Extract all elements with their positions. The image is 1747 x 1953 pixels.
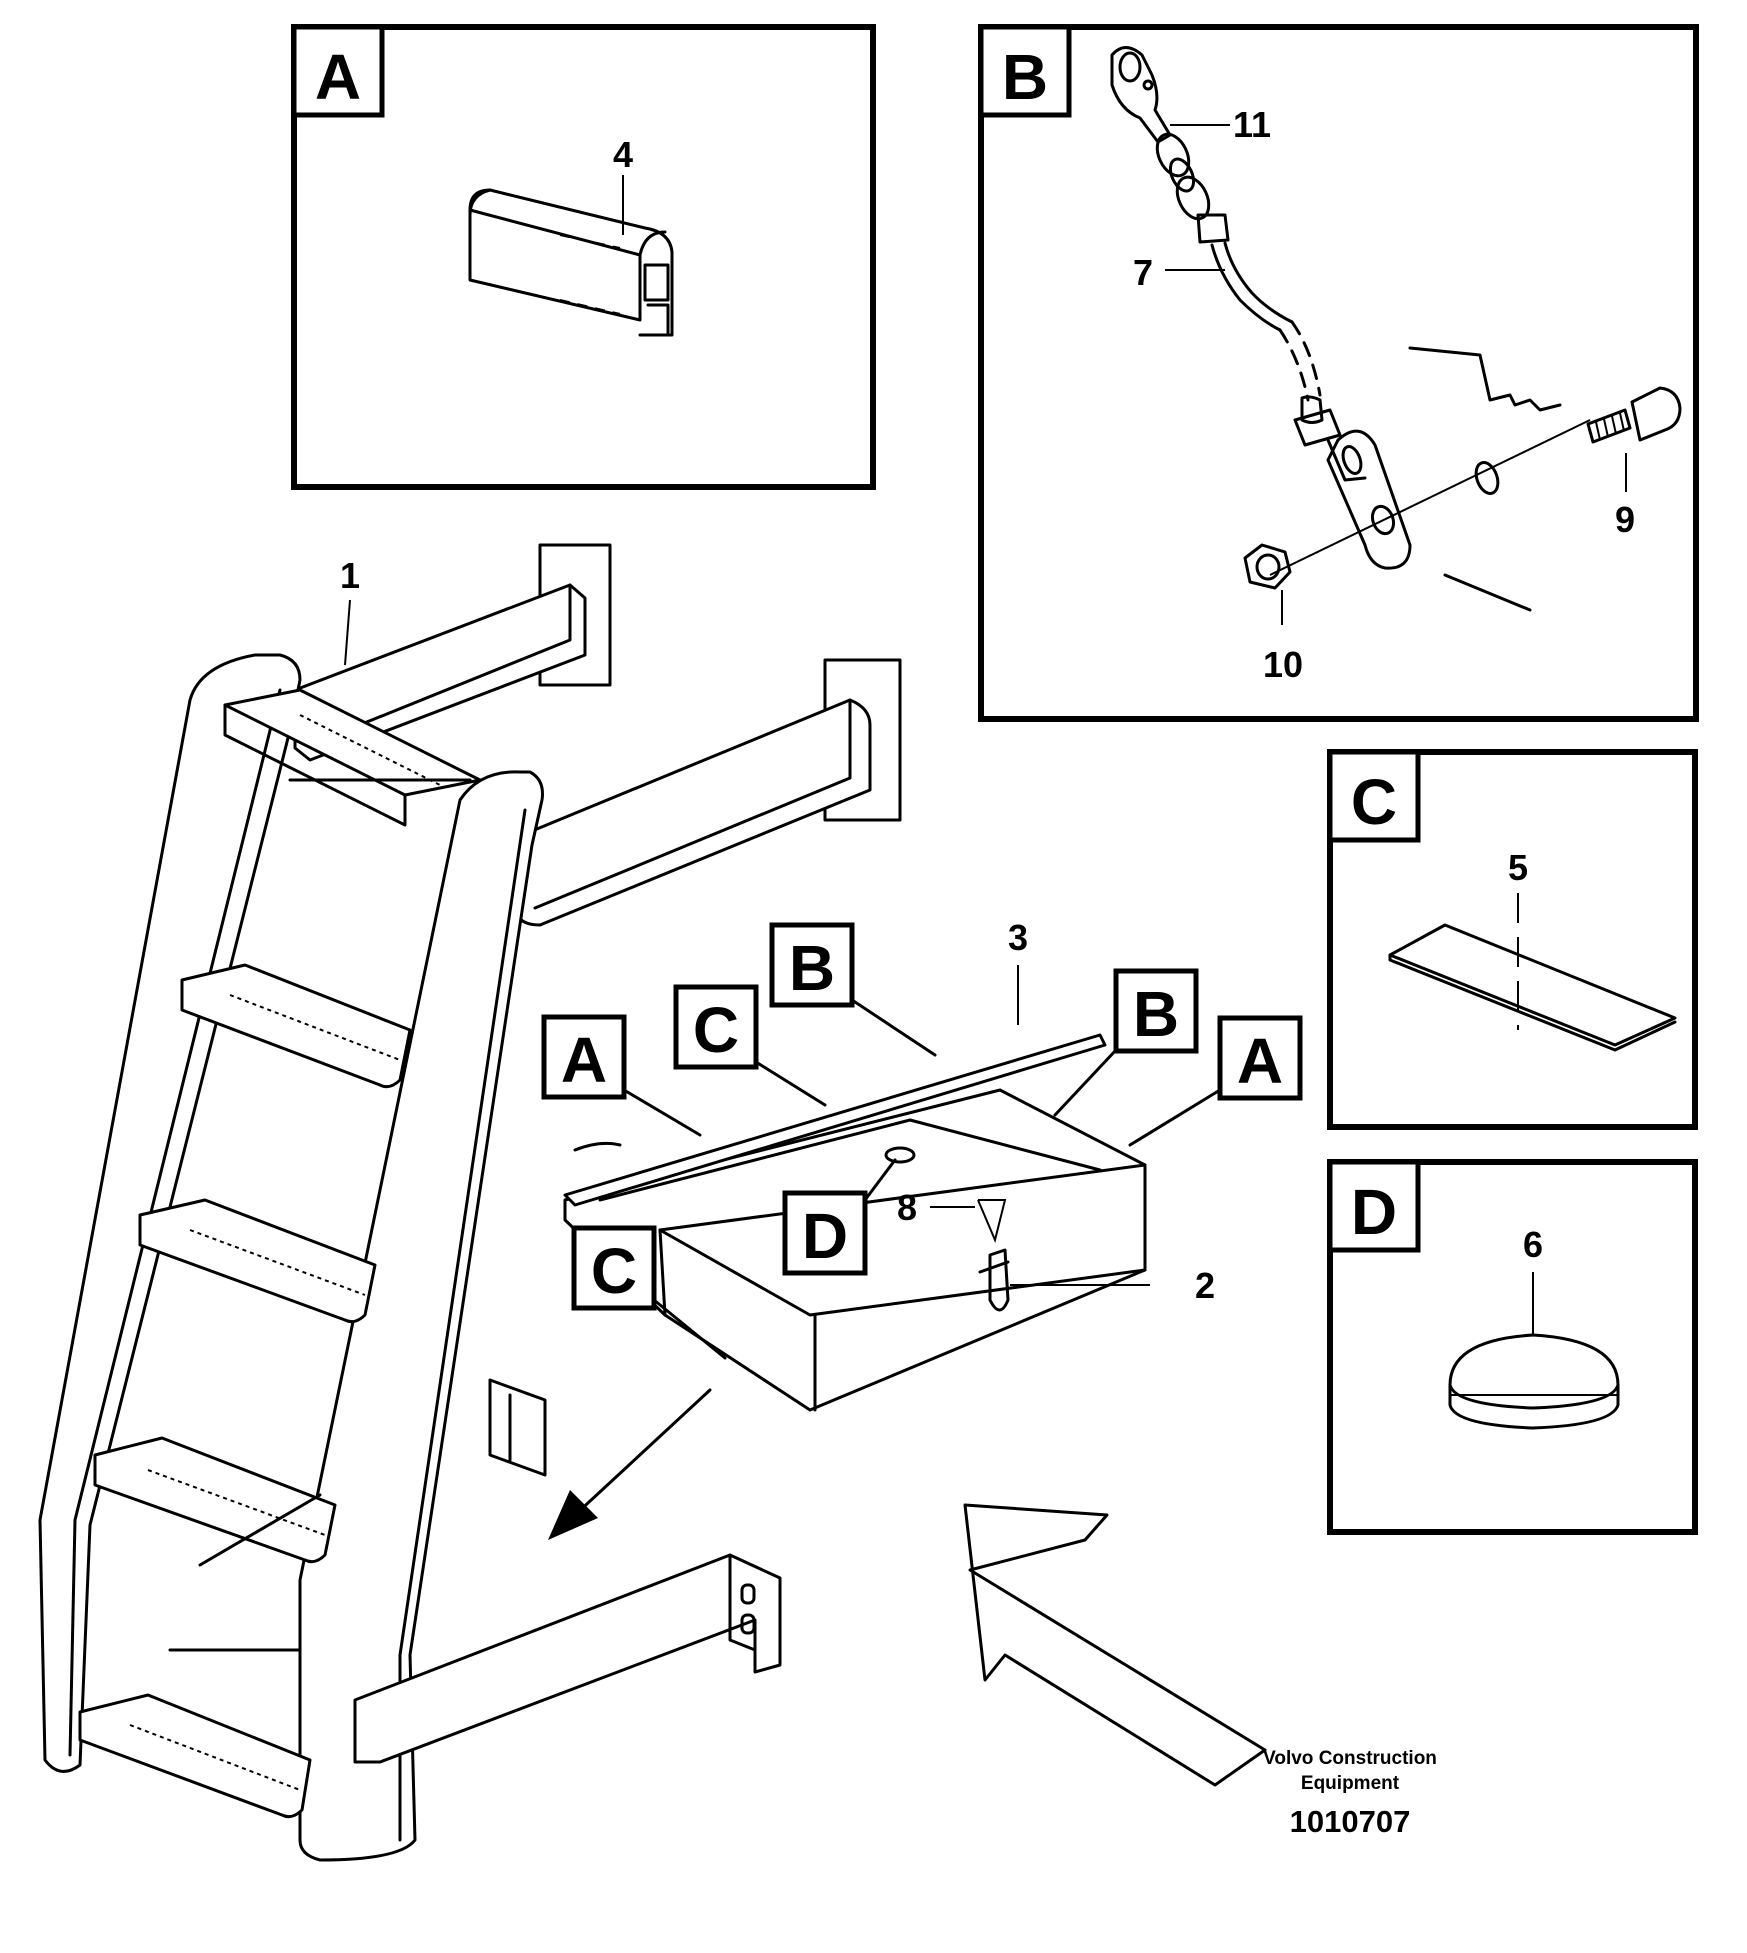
panel-c-letter: C xyxy=(1351,766,1397,838)
part-number-9: 9 xyxy=(1615,499,1635,540)
view-arrow-solid xyxy=(548,1388,712,1540)
panel-b-letter: B xyxy=(1002,41,1048,113)
edge-trim-part xyxy=(468,188,674,337)
detail-panel-a: A 4 xyxy=(291,24,876,490)
detail-panel-d: D 6 xyxy=(1327,1159,1698,1535)
panel-a-letter: A xyxy=(315,41,361,113)
ladder-step-2 xyxy=(180,963,412,1089)
ladder-step-3 xyxy=(138,1198,377,1324)
nut-part xyxy=(1243,543,1292,590)
section-tag-a-right: A xyxy=(1237,1025,1283,1097)
section-tag-d: D xyxy=(802,1200,848,1272)
part-number-5: 5 xyxy=(1508,847,1528,888)
plug-cap-part xyxy=(1448,1333,1620,1430)
part-number-1: 1 xyxy=(340,555,360,596)
attachment-lug-part xyxy=(1326,429,1412,570)
part-number-6: 6 xyxy=(1523,1224,1543,1265)
part-number-4: 4 xyxy=(613,134,633,175)
section-tag-c-lower: C xyxy=(591,1235,637,1307)
bolt-part xyxy=(1586,386,1682,444)
credit-line-1: Volvo Construction xyxy=(1263,1748,1437,1769)
wire-rope-part xyxy=(1196,213,1342,447)
section-tag-b-center: B xyxy=(789,932,835,1004)
document-number: 1010707 xyxy=(1290,1804,1411,1839)
credit-line-2: Equipment xyxy=(1301,1773,1400,1794)
ladder-step-4 xyxy=(93,1436,337,1564)
snap-hook-part xyxy=(1110,46,1211,221)
section-tag-a-left: A xyxy=(561,1024,607,1096)
part-number-7: 7 xyxy=(1133,252,1153,293)
latch-part xyxy=(978,1248,1010,1312)
section-tag-b-right: B xyxy=(1133,978,1179,1050)
part-number-11: 11 xyxy=(1233,104,1271,145)
part-number-10: 10 xyxy=(1263,644,1303,685)
part-number-3: 3 xyxy=(1008,917,1028,958)
ladder-assembly xyxy=(38,543,902,1862)
part-number-8: 8 xyxy=(897,1187,917,1228)
panel-d-letter: D xyxy=(1351,1176,1397,1248)
section-tag-c-upper: C xyxy=(693,994,739,1066)
detail-panel-c: C 5 xyxy=(1327,749,1698,1130)
seal-strip-part xyxy=(1388,923,1677,1052)
view-arrow-outline xyxy=(963,1503,1267,1787)
detail-panel-b: B 11 7 xyxy=(978,24,1699,722)
ladder-step-5 xyxy=(78,1693,312,1819)
part-number-2: 2 xyxy=(1195,1265,1215,1306)
